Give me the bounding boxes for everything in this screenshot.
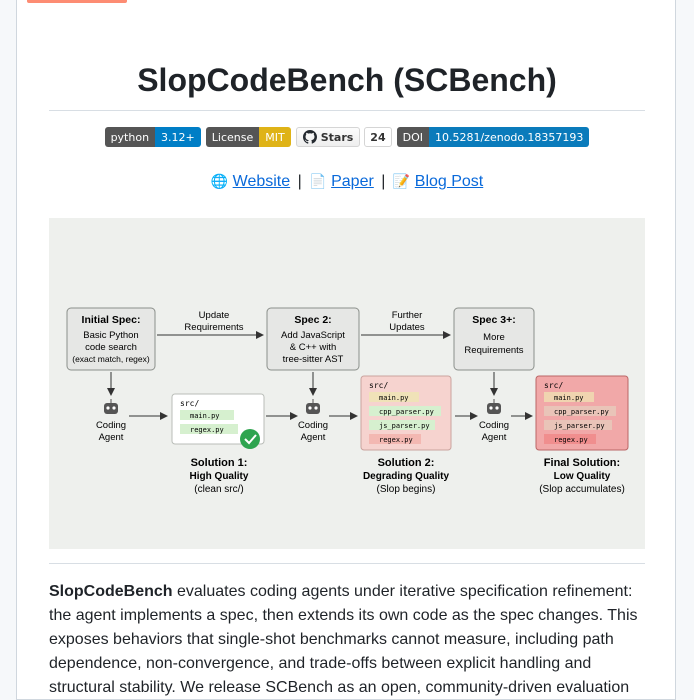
doi-badge[interactable]: DOI 10.5281/zenodo.18357193 [396,127,590,147]
agent-label: Agent [99,432,124,443]
robot-icon [487,399,501,414]
solution-title: Solution 2: [378,457,435,469]
folder-label: src/ [544,381,563,390]
license-badge[interactable]: License MIT [205,127,291,147]
readme-page: SlopCodeBench (SCBench) python 3.12+ Lic… [16,0,676,700]
robot-icon [104,399,118,414]
active-tab-indicator [27,0,127,3]
badge-label: DOI [396,127,429,147]
file-name: regex.py [554,436,588,444]
agent-label: Coding [298,420,328,431]
document-icon: 📄 [309,174,327,190]
description-lead: SlopCodeBench [49,583,173,600]
spec-line: Requirements [464,345,523,356]
website-link[interactable]: Website [232,173,291,190]
spec-line: & C++ with [290,342,336,353]
paper-link[interactable]: Paper [331,173,374,190]
github-stars-badge[interactable]: Stars 24 [295,127,392,147]
spec-line: code search [85,342,137,353]
badge-label: License [205,127,260,147]
spec-title: Spec 3+: [472,314,515,326]
solution-note: (Slop begins) [377,484,436,495]
file-name: main.py [190,412,220,420]
file-name: regex.py [379,436,413,444]
agent-label: Agent [301,432,326,443]
spec-line: Add JavaScript [281,330,345,341]
agent-label: Coding [96,420,126,431]
file-name: main.py [379,394,409,402]
agent-label: Agent [482,432,507,443]
solution-2-files: src/ main.py cpp_parser.py js_parser.py … [360,375,452,451]
agent-label: Coding [479,420,509,431]
spec-2-box: Spec 2: Add JavaScript & C++ with tree-s… [266,307,360,371]
badge-value: 10.5281/zenodo.18357193 [428,127,590,147]
update-arrow: Update Requirements [157,310,264,339]
file-name: main.py [554,394,584,402]
spec-3-box: Spec 3+: More Requirements [453,307,535,371]
file-name: js_parser.py [379,422,430,430]
file-name: js_parser.py [554,422,605,430]
spec-line: tree-sitter AST [283,354,344,365]
solution-note: (clean src/) [194,484,243,495]
solution-note: (Slop accumulates) [539,484,625,495]
spec-title: Spec 2: [294,314,331,326]
spec-1-box: Initial Spec: Basic Python code search (… [66,307,156,371]
github-icon [302,130,317,144]
solution-quality: High Quality [190,471,249,482]
spec-title: Initial Spec: [82,314,141,326]
page-title: SlopCodeBench (SCBench) [137,62,557,98]
stars-count: 24 [364,127,392,147]
section-divider [49,563,645,564]
solution-quality: Degrading Quality [363,471,450,482]
file-name: regex.py [190,426,224,434]
link-separator: | [381,173,386,190]
solution-1-files: src/ main.py regex.py [171,393,265,449]
stars-label: Stars [320,130,354,144]
badge-value: MIT [259,127,291,147]
file-name: cpp_parser.py [554,408,609,416]
memo-icon: 📝 [392,174,411,190]
python-version-badge[interactable]: python 3.12+ [104,127,201,147]
svg-text:Update: Update [199,310,230,321]
svg-text:Requirements: Requirements [184,322,243,333]
description-paragraph: SlopCodeBench evaluates coding agents un… [49,580,645,700]
svg-text:Updates: Updates [389,322,425,333]
link-row: 🌐 Website | 📄 Paper | 📝 Blog Post [49,172,645,192]
spec-line: Basic Python [83,330,138,341]
solution-title: Final Solution: [544,457,620,469]
folder-label: src/ [180,399,199,408]
robot-icon [306,399,320,414]
svg-text:Further: Further [392,310,423,321]
solution-quality: Low Quality [554,471,611,482]
title-divider [49,110,645,111]
globe-icon: 🌐 [210,174,229,190]
stars-button: Stars [295,127,361,147]
badge-value: 3.12+ [155,127,201,147]
file-name: cpp_parser.py [379,408,434,416]
workflow-diagram: Initial Spec: Basic Python code search (… [49,218,645,549]
badge-row: python 3.12+ License MIT Stars 24 DOI 10… [49,127,645,147]
blog-post-link[interactable]: Blog Post [414,173,484,190]
check-icon [240,429,260,449]
further-updates-arrow: Further Updates [361,310,451,339]
folder-label: src/ [369,381,388,390]
link-separator: | [297,173,302,190]
spec-line: More [483,332,505,343]
final-solution-files: src/ main.py cpp_parser.py js_parser.py … [535,375,629,451]
spec-line: (exact match, regex) [72,354,150,364]
solution-title: Solution 1: [191,457,248,469]
badge-label: python [104,127,156,147]
